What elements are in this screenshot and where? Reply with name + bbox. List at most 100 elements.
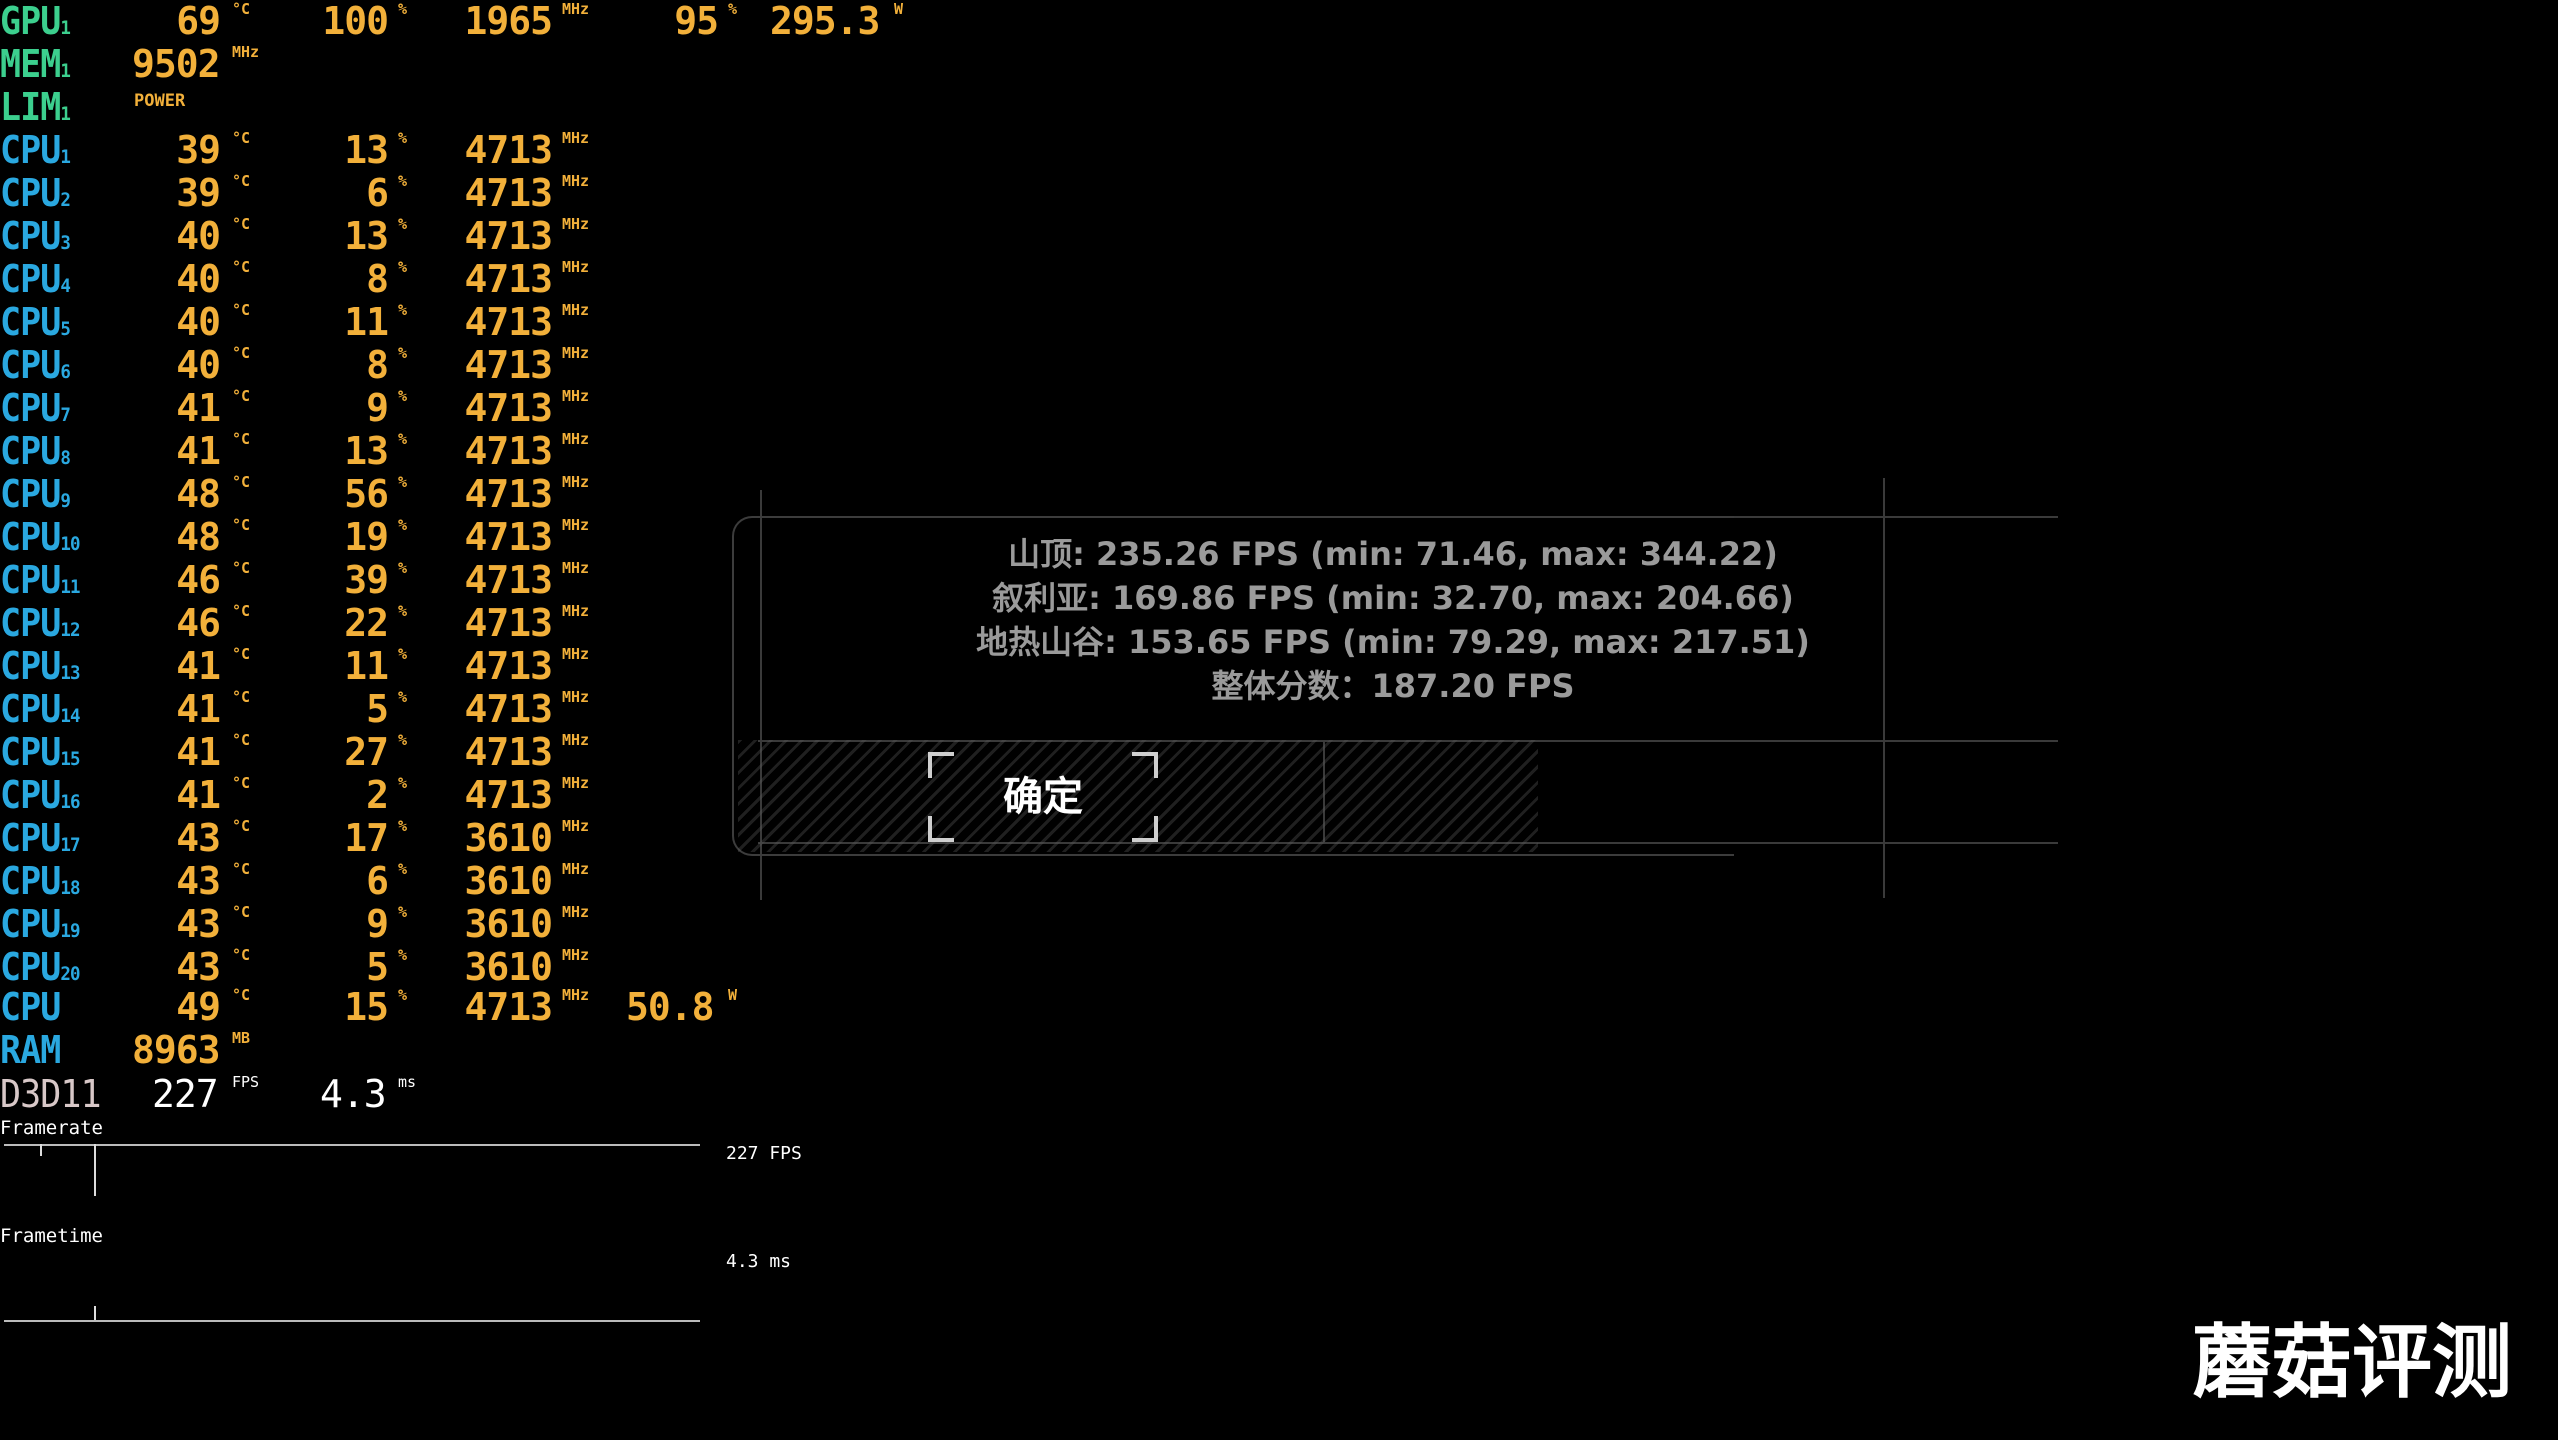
cpu-core-temp: 46 xyxy=(176,558,221,602)
cpu-core-label: CPU8 xyxy=(0,429,71,473)
cpu-core-clock: 4713 xyxy=(464,386,553,430)
cpu-core-clock: 3610 xyxy=(464,902,553,946)
cpu-core-clock-unit: MHz xyxy=(562,516,590,534)
cpu-core-clock: 4713 xyxy=(464,472,553,516)
d3d-frametime-unit: ms xyxy=(398,1073,417,1091)
cpu-core-load-unit: % xyxy=(398,774,408,792)
cpu-core-load-unit: % xyxy=(398,688,408,706)
cpu-core-label: CPU3 xyxy=(0,214,71,258)
cpu-core-temp-unit: °C xyxy=(232,129,251,147)
osd-ram-row: RAM 8963 MB xyxy=(0,1029,900,1071)
cpu-total-temp-unit: °C xyxy=(232,986,251,1004)
cpu-core-load-unit: % xyxy=(398,645,408,663)
cpu-core-temp: 41 xyxy=(176,730,221,774)
cpu-core-label: CPU1 xyxy=(0,128,71,172)
cpu-core-load: 5 xyxy=(366,687,389,731)
cpu-core-clock-unit: MHz xyxy=(562,860,590,878)
cpu-core-clock-unit: MHz xyxy=(562,602,590,620)
result-line-summit: 山顶: 235.26 FPS (min: 71.46, max: 344.22) xyxy=(1008,535,1778,573)
cpu-core-load: 13 xyxy=(344,214,389,258)
frametime-graph-spike xyxy=(94,1306,96,1320)
cpu-total-load-unit: % xyxy=(398,986,408,1004)
cpu-core-clock: 4713 xyxy=(464,601,553,645)
cpu-core-load-unit: % xyxy=(398,215,408,233)
cpu-core-temp-unit: °C xyxy=(232,903,251,921)
cpu-core-clock: 3610 xyxy=(464,816,553,860)
cpu-core-temp: 41 xyxy=(176,386,221,430)
framerate-graph-line xyxy=(4,1144,700,1146)
cpu-core-temp: 41 xyxy=(176,687,221,731)
gpu-label: GPU1 xyxy=(0,0,71,43)
cpu-core-temp-unit: °C xyxy=(232,473,251,491)
mem-clock-unit: MHz xyxy=(232,43,260,61)
cpu-core-temp: 46 xyxy=(176,601,221,645)
cpu-core-clock-unit: MHz xyxy=(562,774,590,792)
framerate-graph-value: 227 FPS xyxy=(726,1143,802,1164)
cpu-core-load: 11 xyxy=(344,300,389,344)
d3d-fps: 227 xyxy=(152,1072,219,1116)
cpu-core-clock: 4713 xyxy=(464,214,553,258)
cpu-core-temp: 39 xyxy=(176,128,221,172)
mem-label: MEM1 xyxy=(0,42,71,86)
cpu-core-temp: 41 xyxy=(176,644,221,688)
dialog-hline-mid xyxy=(758,740,2058,742)
cpu-core-temp: 40 xyxy=(176,343,221,387)
cpu-core-label: CPU7 xyxy=(0,386,71,430)
dialog-hline-bottom xyxy=(758,842,2058,844)
cpu-core-clock-unit: MHz xyxy=(562,215,590,233)
framerate-graph-spike xyxy=(40,1144,42,1156)
cpu-core-temp: 40 xyxy=(176,214,221,258)
gpu-temp-unit: °C xyxy=(232,0,251,18)
cpu-total-label: CPU xyxy=(0,985,61,1029)
cpu-core-load: 9 xyxy=(366,386,389,430)
cpu-core-label: CPU12 xyxy=(0,601,81,645)
confirm-button[interactable]: 确定 xyxy=(928,752,1158,842)
mem-clock: 9502 xyxy=(132,42,221,86)
frametime-graph-line xyxy=(4,1320,700,1322)
cpu-core-temp-unit: °C xyxy=(232,774,251,792)
cpu-core-clock-unit: MHz xyxy=(562,645,590,663)
cpu-total-clock-unit: MHz xyxy=(562,986,590,1004)
lim-value: POWER xyxy=(134,91,186,111)
cpu-core-load-unit: % xyxy=(398,387,408,405)
cpu-core-temp-unit: °C xyxy=(232,301,251,319)
cpu-core-temp: 39 xyxy=(176,171,221,215)
cpu-core-label: CPU9 xyxy=(0,472,71,516)
cpu-core-temp: 43 xyxy=(176,859,221,903)
cpu-core-label: CPU11 xyxy=(0,558,81,602)
dialog-button-divider xyxy=(1323,740,1325,844)
cpu-core-load: 9 xyxy=(366,902,389,946)
cpu-core-label: CPU10 xyxy=(0,515,81,559)
ram-value: 8963 xyxy=(132,1028,221,1072)
cpu-core-clock: 4713 xyxy=(464,257,553,301)
cpu-core-temp: 43 xyxy=(176,945,221,989)
framerate-graph-label: Framerate xyxy=(0,1117,103,1139)
cpu-core-temp: 41 xyxy=(176,773,221,817)
cpu-core-clock-unit: MHz xyxy=(562,430,590,448)
dialog-frame xyxy=(732,516,1734,856)
confirm-corner-br xyxy=(1132,816,1158,842)
watermark-logo: 蘑菇评测 xyxy=(2192,1316,2512,1409)
osd-gpu-row: GPU1 69 °C 100 % 1965 MHz 95 % 295.3 W xyxy=(0,0,903,42)
d3d-fps-unit: FPS xyxy=(232,1073,260,1091)
cpu-core-clock: 4713 xyxy=(464,171,553,215)
cpu-total-clock: 4713 xyxy=(464,985,553,1029)
cpu-core-load-unit: % xyxy=(398,516,408,534)
confirm-corner-tr xyxy=(1132,752,1158,778)
cpu-core-load-unit: % xyxy=(398,559,408,577)
cpu-core-clock: 4713 xyxy=(464,300,553,344)
cpu-core-load: 27 xyxy=(344,730,389,774)
cpu-core-clock: 4713 xyxy=(464,128,553,172)
cpu-core-load: 13 xyxy=(344,429,389,473)
cpu-core-clock: 3610 xyxy=(464,945,553,989)
cpu-core-temp: 40 xyxy=(176,300,221,344)
cpu-core-clock: 4713 xyxy=(464,687,553,731)
